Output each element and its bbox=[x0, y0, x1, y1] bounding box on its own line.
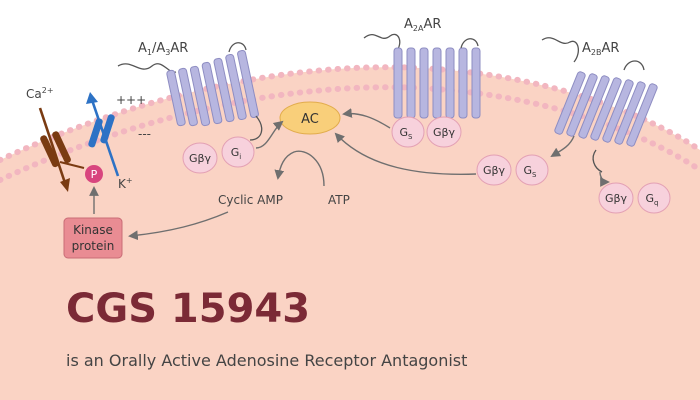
g-protein-gi: Gi bbox=[221, 136, 255, 168]
phosphate: P bbox=[85, 165, 103, 183]
cyclic-amp-label: Cyclic AMP bbox=[218, 193, 283, 207]
g-protein-gbg-a2a-shape bbox=[426, 116, 462, 148]
receptor-a1-a3-loop bbox=[228, 42, 247, 53]
g-protein-gbg-a2b-q: Gβγ bbox=[598, 182, 634, 214]
kinase-protein: Kinase protein bbox=[63, 217, 123, 259]
g-protein-gs-a2a: GS bbox=[391, 116, 425, 148]
receptor-a1-a3-label: A1/A3AR bbox=[138, 41, 188, 57]
receptor-a2a-helices bbox=[393, 47, 481, 119]
plus-charges: +++ bbox=[116, 93, 146, 107]
ac-label: AC bbox=[301, 112, 319, 127]
g-protein-gs-a2a-label: GS bbox=[400, 126, 414, 141]
g-protein-gbg-a2a-label: Gβγ bbox=[433, 126, 456, 139]
g-protein-gbg-a1: Gβγ bbox=[182, 142, 218, 174]
phosphate-label: P bbox=[91, 168, 98, 181]
cell-body bbox=[0, 67, 700, 400]
receptor-a1-a3-helices bbox=[166, 49, 259, 127]
phosphate-circle bbox=[85, 165, 103, 183]
g-protein-gs-a2b-shape bbox=[515, 154, 549, 186]
kinase-protein-line1: Kinase bbox=[73, 223, 113, 237]
g-protein-gq-shape bbox=[637, 182, 671, 214]
g-protein-gq: Gq bbox=[637, 182, 671, 214]
potassium-flux-arrow bbox=[90, 99, 120, 177]
potassium-channel: K+ +++ --- bbox=[86, 92, 151, 191]
receptor-a2a-label: A2AAR bbox=[404, 17, 441, 33]
a2b-to-gq-arrow bbox=[599, 171, 610, 187]
g-protein-gs-a2b: GS bbox=[515, 154, 549, 186]
calcium-inhibition-line bbox=[59, 161, 85, 169]
receptor-a2b-label: A2BAR bbox=[582, 41, 619, 57]
calcium-channel-bar-right bbox=[52, 131, 71, 164]
potassium-flux-arrowhead bbox=[86, 92, 98, 104]
calcium-label: Ca2+ bbox=[26, 86, 54, 101]
page-title: CGS 15943 bbox=[66, 286, 310, 332]
calcium-channel: Ca2+ bbox=[26, 86, 85, 192]
a2b-to-gs-arrow bbox=[550, 135, 575, 158]
g-protein-gq-label: Gq bbox=[646, 192, 659, 207]
g-protein-gbg-a2b-q-label: Gβγ bbox=[605, 192, 628, 205]
receptor-a2a-tail bbox=[363, 33, 401, 53]
cyclic-amp-to-kinase-arrow bbox=[128, 211, 229, 241]
atp-to-ac-arrow bbox=[274, 150, 325, 187]
receptor-a1-a3-tail bbox=[117, 63, 177, 73]
atp-label: ATP bbox=[328, 193, 350, 207]
page-subtitle: is an Orally Active Adenosine Receptor A… bbox=[66, 351, 467, 370]
potassium-label: K+ bbox=[118, 176, 133, 191]
kinase-protein-box bbox=[63, 217, 123, 259]
receptor-a2b-helices bbox=[554, 71, 658, 147]
gi-to-ac-arrow bbox=[255, 120, 284, 149]
g-protein-gbg-a2b-s-shape bbox=[476, 154, 512, 186]
receptor-a2b-ctail bbox=[592, 149, 603, 173]
receptor-a1-a3-ctail bbox=[249, 115, 263, 141]
g-protein-gbg-a2b-s-label: Gβγ bbox=[483, 164, 506, 177]
calcium-flux-arrowhead bbox=[60, 178, 70, 192]
adenylyl-cyclase: AC bbox=[279, 101, 341, 135]
potassium-channel-bar-left bbox=[88, 118, 103, 148]
kinase-protein-line2: protein bbox=[72, 239, 115, 253]
g-protein-gs-a2a-shape bbox=[391, 116, 425, 148]
g-protein-gbg-a2a: Gβγ bbox=[426, 116, 462, 148]
calcium-flux-arrow bbox=[38, 107, 68, 187]
g-protein-gbg-a1-label: Gβγ bbox=[189, 152, 212, 165]
receptor-a2b: A2BAR bbox=[541, 37, 658, 173]
gs-a2b-to-ac-arrow bbox=[334, 132, 477, 175]
receptor-a2b-tail bbox=[541, 37, 580, 63]
g-protein-gbg-a2b-s: Gβγ bbox=[476, 154, 512, 186]
gs-a2a-to-ac-arrow bbox=[342, 108, 391, 129]
receptor-a2b-loop bbox=[623, 60, 645, 71]
calcium-channel-bar-left bbox=[40, 135, 59, 168]
receptor-a2a: A2AAR bbox=[363, 17, 481, 119]
minus-charges: --- bbox=[138, 127, 151, 141]
g-protein-gbg-a1-shape bbox=[182, 142, 218, 174]
ac-ellipse bbox=[279, 101, 341, 135]
g-protein-gs-a2b-label: GS bbox=[524, 164, 538, 179]
g-protein-gbg-a2b-q-shape bbox=[598, 182, 634, 214]
g-protein-gi-label: Gi bbox=[231, 146, 242, 161]
receptor-a2a-loop bbox=[460, 38, 479, 49]
g-protein-gi-shape bbox=[221, 136, 255, 168]
receptor-a1-a3: A1/A3AR bbox=[117, 41, 263, 141]
